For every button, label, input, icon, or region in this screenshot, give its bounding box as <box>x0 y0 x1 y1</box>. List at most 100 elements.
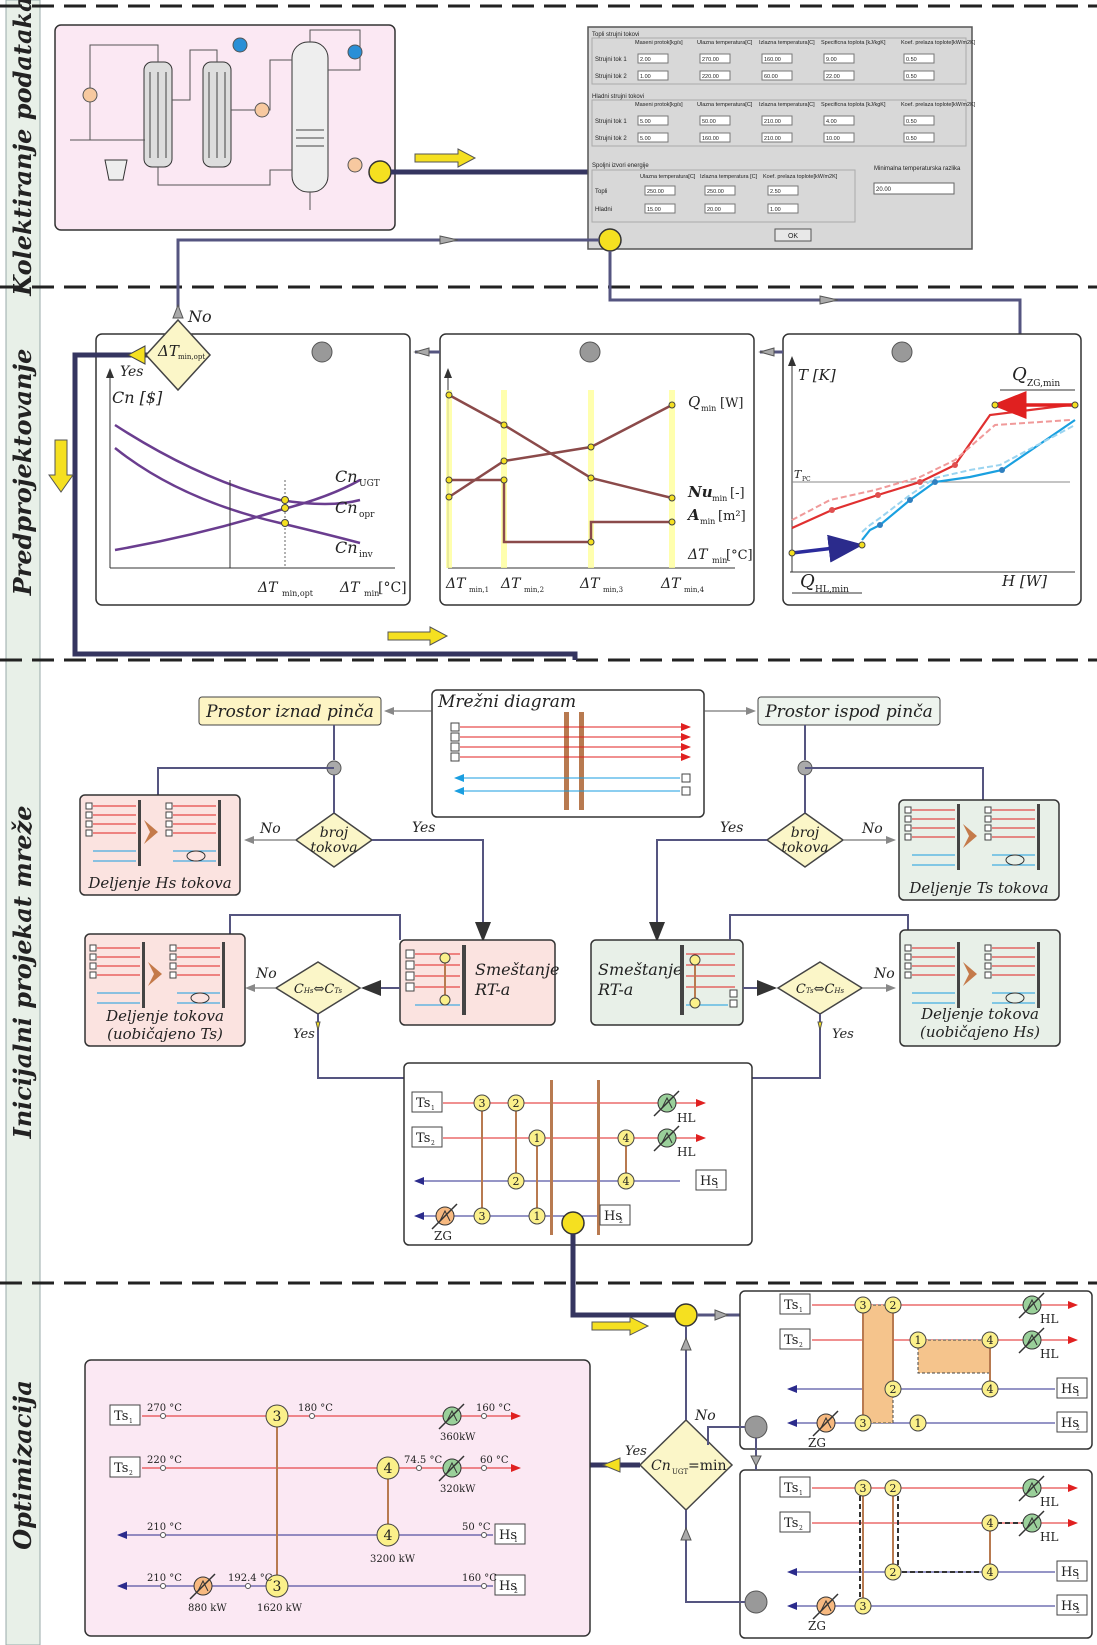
svg-text:2: 2 <box>1076 1425 1080 1432</box>
svg-text:2: 2 <box>513 1097 520 1110</box>
value-field[interactable] <box>903 115 935 126</box>
temperature-or-duty-label: 880 kW <box>188 1603 227 1614</box>
svg-text:min: min <box>364 589 379 598</box>
enthalpy-axis-label: H [W] <box>1001 572 1047 590</box>
svg-text:ZG: ZG <box>434 1229 452 1243</box>
mrezni-diagram-box: Mrežni diagram <box>431 689 705 818</box>
svg-text:9.00: 9.00 <box>826 57 837 63</box>
dtmin-tick-label: ΔT <box>660 576 682 592</box>
svg-text:broj: broj <box>791 825 820 841</box>
svg-text:3: 3 <box>479 1097 486 1110</box>
value-field[interactable] <box>823 132 855 143</box>
dtmin-opt-label: ΔT <box>257 580 279 596</box>
value-field[interactable] <box>699 53 731 64</box>
svg-text:50.00: 50.00 <box>702 119 716 125</box>
row-label: Strujni tok 1 <box>595 57 627 63</box>
svg-text:[°C]: [°C] <box>726 548 753 563</box>
value-field[interactable] <box>644 203 676 214</box>
svg-text:min,4: min,4 <box>684 586 705 594</box>
value-field[interactable] <box>903 132 935 143</box>
junction-node <box>598 228 622 252</box>
svg-text:OK: OK <box>788 233 798 240</box>
value-field[interactable] <box>637 53 669 64</box>
value-field[interactable] <box>644 185 676 196</box>
svg-text:No: No <box>873 966 895 982</box>
temperature-or-duty-label: 1620 kW <box>257 1603 303 1614</box>
svg-text:Prostor iznad pinča: Prostor iznad pinča <box>205 702 374 722</box>
svg-text:Ts: Ts <box>784 1516 798 1531</box>
value-field[interactable] <box>823 115 855 126</box>
svg-text:2: 2 <box>890 1482 897 1495</box>
dtmin-opt-decision: ΔT min,opt <box>144 318 212 392</box>
svg-text:min,3: min,3 <box>603 586 623 594</box>
yes-label: Yes <box>120 364 144 380</box>
value-field[interactable] <box>699 115 731 126</box>
energy-group-label: Spoljni izvori energije <box>592 163 649 169</box>
exchanger-node <box>507 1094 525 1112</box>
value-field[interactable] <box>637 132 669 143</box>
value-field[interactable] <box>637 70 669 81</box>
temperature-or-duty-label: 180 °C <box>298 1403 333 1414</box>
svg-text:2: 2 <box>513 1175 520 1188</box>
svg-text:2.00: 2.00 <box>640 57 651 63</box>
value-field[interactable] <box>761 53 793 64</box>
svg-text:HL: HL <box>1040 1312 1058 1326</box>
exchanger-node <box>376 1456 400 1480</box>
value-field[interactable] <box>903 70 935 81</box>
value-field[interactable] <box>767 203 799 214</box>
value-field[interactable] <box>903 53 935 64</box>
svg-text:Deljenje Hs tokova: Deljenje Hs tokova <box>87 874 231 892</box>
svg-text:2: 2 <box>619 1218 623 1225</box>
svg-text:[°C]: [°C] <box>378 580 407 596</box>
compare-right-decision: CTs⇔CHs <box>776 961 864 1015</box>
svg-text:210.00: 210.00 <box>764 119 781 125</box>
dialog-header: Koef. prelaza toplote[kW/m2K] <box>901 40 976 46</box>
broj-tokova-right: broj tokova <box>765 812 845 868</box>
min-diff-input[interactable] <box>873 182 955 195</box>
value-field[interactable] <box>823 70 855 81</box>
value-field[interactable] <box>637 115 669 126</box>
row-label: Strujni tok 2 <box>595 136 627 142</box>
svg-text:[m²]: [m²] <box>718 509 746 524</box>
stream-label-box <box>411 1126 443 1148</box>
exchanger-node <box>981 1380 999 1398</box>
stream-label-box <box>494 1574 526 1596</box>
temperature-or-duty-label: 74.5 °C <box>404 1455 442 1466</box>
exchanger-node <box>473 1207 491 1225</box>
value-field[interactable] <box>767 185 799 196</box>
svg-text:3: 3 <box>273 1409 282 1425</box>
dialog-header: Izlazna temperatura[C] <box>759 102 815 108</box>
value-field[interactable] <box>704 203 736 214</box>
svg-text:1: 1 <box>514 1537 518 1544</box>
svg-text:0.50: 0.50 <box>906 57 917 63</box>
svg-text:UGT: UGT <box>672 1468 688 1476</box>
svg-text:[W]: [W] <box>720 396 744 411</box>
ok-button[interactable] <box>774 228 812 242</box>
dtmin-tick-label: ΔT <box>445 576 467 592</box>
tpc-label: T <box>794 468 803 481</box>
value-field[interactable] <box>699 70 731 81</box>
value-field[interactable] <box>761 115 793 126</box>
value-field[interactable] <box>699 132 731 143</box>
svg-text:2: 2 <box>890 1566 897 1579</box>
svg-text:Deljenje tokova: Deljenje tokova <box>920 1005 1039 1023</box>
value-field[interactable] <box>761 70 793 81</box>
svg-text:=min: =min <box>688 1458 727 1474</box>
stream-label-box <box>494 1523 526 1545</box>
svg-text:3: 3 <box>479 1210 486 1223</box>
exchanger-node <box>265 1574 289 1598</box>
svg-text:[-]: [-] <box>730 486 745 501</box>
svg-text:1: 1 <box>431 1105 435 1112</box>
svg-text:Hs: Hs <box>700 1174 718 1189</box>
value-field[interactable] <box>704 185 736 196</box>
qzg-label: Q <box>1012 364 1027 385</box>
value-field[interactable] <box>761 132 793 143</box>
svg-text:Ts: Ts <box>416 1131 430 1146</box>
value-field[interactable] <box>823 53 855 64</box>
svg-text:220.00: 220.00 <box>702 74 719 80</box>
svg-text:min,opt: min,opt <box>178 353 205 361</box>
svg-text:2: 2 <box>890 1383 897 1396</box>
cost-axis-label: Cn [$] <box>112 388 163 407</box>
